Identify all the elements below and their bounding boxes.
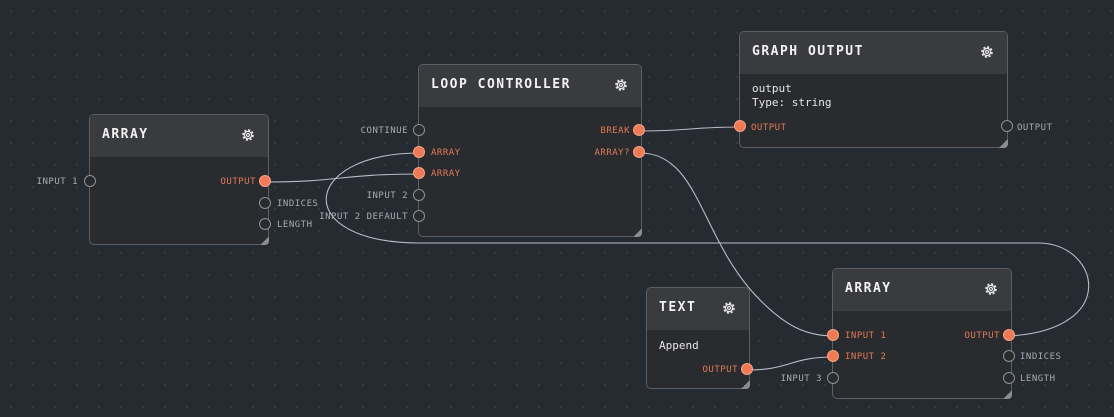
array-left-input1-port[interactable] — [84, 175, 96, 187]
array-node-left[interactable]: ARRAY — [89, 114, 269, 245]
array-node-left-header[interactable]: ARRAY — [90, 115, 268, 157]
array-right-input3-port[interactable] — [827, 372, 839, 384]
port-label: INDICES — [277, 199, 319, 209]
array-left-indices-port[interactable] — [259, 197, 271, 209]
gear-icon[interactable] — [240, 127, 256, 143]
port-label: INPUT 2 — [845, 352, 887, 362]
array-right-input1-port[interactable] — [827, 329, 839, 341]
gear-icon[interactable] — [979, 44, 995, 60]
resize-handle[interactable] — [633, 228, 642, 237]
node-title: TEXT — [659, 300, 697, 315]
resize-handle[interactable] — [1003, 390, 1012, 399]
port-label: INDICES — [1020, 352, 1062, 362]
port-label: INPUT 3 — [780, 374, 822, 384]
text-output-port[interactable] — [741, 363, 753, 375]
array-left-output-port[interactable] — [259, 175, 271, 187]
output-name-value: output — [752, 82, 792, 95]
array-right-length-port[interactable] — [1003, 372, 1015, 384]
gear-icon[interactable] — [721, 300, 737, 316]
port-label: OUTPUT — [1017, 123, 1053, 133]
array-right-input2-port[interactable] — [827, 350, 839, 362]
loop-continue-port[interactable] — [413, 124, 425, 136]
node-title: ARRAY — [845, 281, 892, 296]
loop-input2-port[interactable] — [413, 189, 425, 201]
text-value: Append — [659, 339, 699, 352]
port-label: LENGTH — [1020, 374, 1056, 384]
loop-array1-port[interactable] — [413, 146, 425, 158]
graph-output-output-port[interactable] — [1001, 120, 1013, 132]
node-title: GRAPH OUTPUT — [752, 44, 864, 59]
port-label: INPUT 1 — [36, 177, 78, 187]
port-label: CONTINUE — [360, 126, 408, 136]
port-label: OUTPUT — [220, 177, 256, 187]
graph-output-node[interactable]: GRAPH OUTPUT output Type: string — [739, 31, 1008, 148]
wire-text-output-to-array-input2[interactable] — [747, 356, 835, 371]
graph-output-input-port[interactable] — [734, 120, 746, 132]
port-label: INPUT 1 — [845, 331, 887, 341]
graph-output-header[interactable]: GRAPH OUTPUT — [740, 32, 1007, 74]
wire-array-output-to-loop-array2[interactable] — [265, 173, 421, 183]
loop-controller-header[interactable]: LOOP CONTROLLER — [419, 65, 641, 107]
array-right-output-port[interactable] — [1003, 329, 1015, 341]
port-label: ARRAY? — [594, 148, 630, 158]
array-left-length-port[interactable] — [259, 218, 271, 230]
port-label: INPUT 2 — [366, 191, 408, 201]
resize-handle[interactable] — [741, 380, 750, 389]
port-label: OUTPUT — [751, 123, 787, 133]
node-title: LOOP CONTROLLER — [431, 77, 571, 92]
loop-break-port[interactable] — [633, 124, 645, 136]
port-label: ARRAY — [431, 148, 461, 158]
array-right-indices-port[interactable] — [1003, 350, 1015, 362]
node-title: ARRAY — [102, 127, 149, 142]
resize-handle[interactable] — [999, 139, 1008, 148]
output-type-text: Type: string — [752, 96, 832, 109]
port-label: LENGTH — [277, 220, 313, 230]
gear-icon[interactable] — [613, 77, 629, 93]
text-node-header[interactable]: TEXT — [647, 288, 749, 330]
port-label: ARRAY — [431, 169, 461, 179]
loop-array2-port[interactable] — [413, 167, 425, 179]
loop-array-optional-port[interactable] — [633, 146, 645, 158]
wire-loop-break-to-graph-output[interactable] — [639, 126, 741, 132]
port-label: BREAK — [600, 126, 630, 136]
resize-handle[interactable] — [260, 236, 269, 245]
port-label: OUTPUT — [702, 365, 738, 375]
port-label: OUTPUT — [964, 331, 1000, 341]
loop-input2-default-port[interactable] — [413, 210, 425, 222]
port-label: INPUT 2 DEFAULT — [319, 212, 408, 222]
array-node-right-header[interactable]: ARRAY — [833, 269, 1011, 311]
gear-icon[interactable] — [983, 281, 999, 297]
